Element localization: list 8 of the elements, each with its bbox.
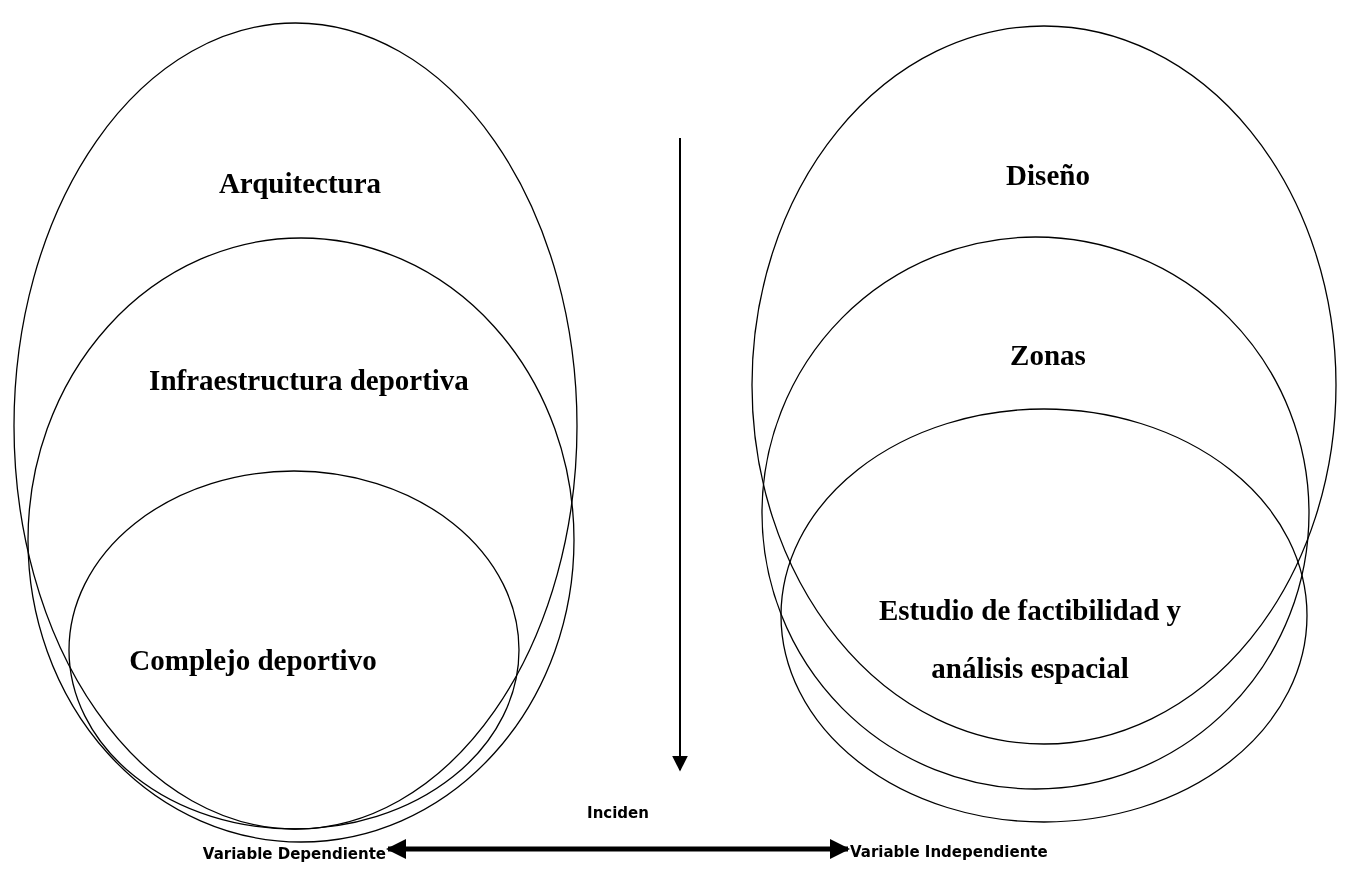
node-label: Estudio de factibilidad y análisis espacial [877, 593, 1183, 686]
variable-label: Variable Dependiente [160, 845, 386, 869]
node-label: Complejo deportivo [129, 643, 377, 677]
node-label: Arquitectura [218, 166, 382, 200]
node-label: Zonas [1010, 338, 1086, 372]
node-label: Diseño [1006, 158, 1090, 192]
variable-label: Variable Independiente [850, 843, 1090, 867]
node-label: Infraestructura deportiva [149, 363, 469, 397]
